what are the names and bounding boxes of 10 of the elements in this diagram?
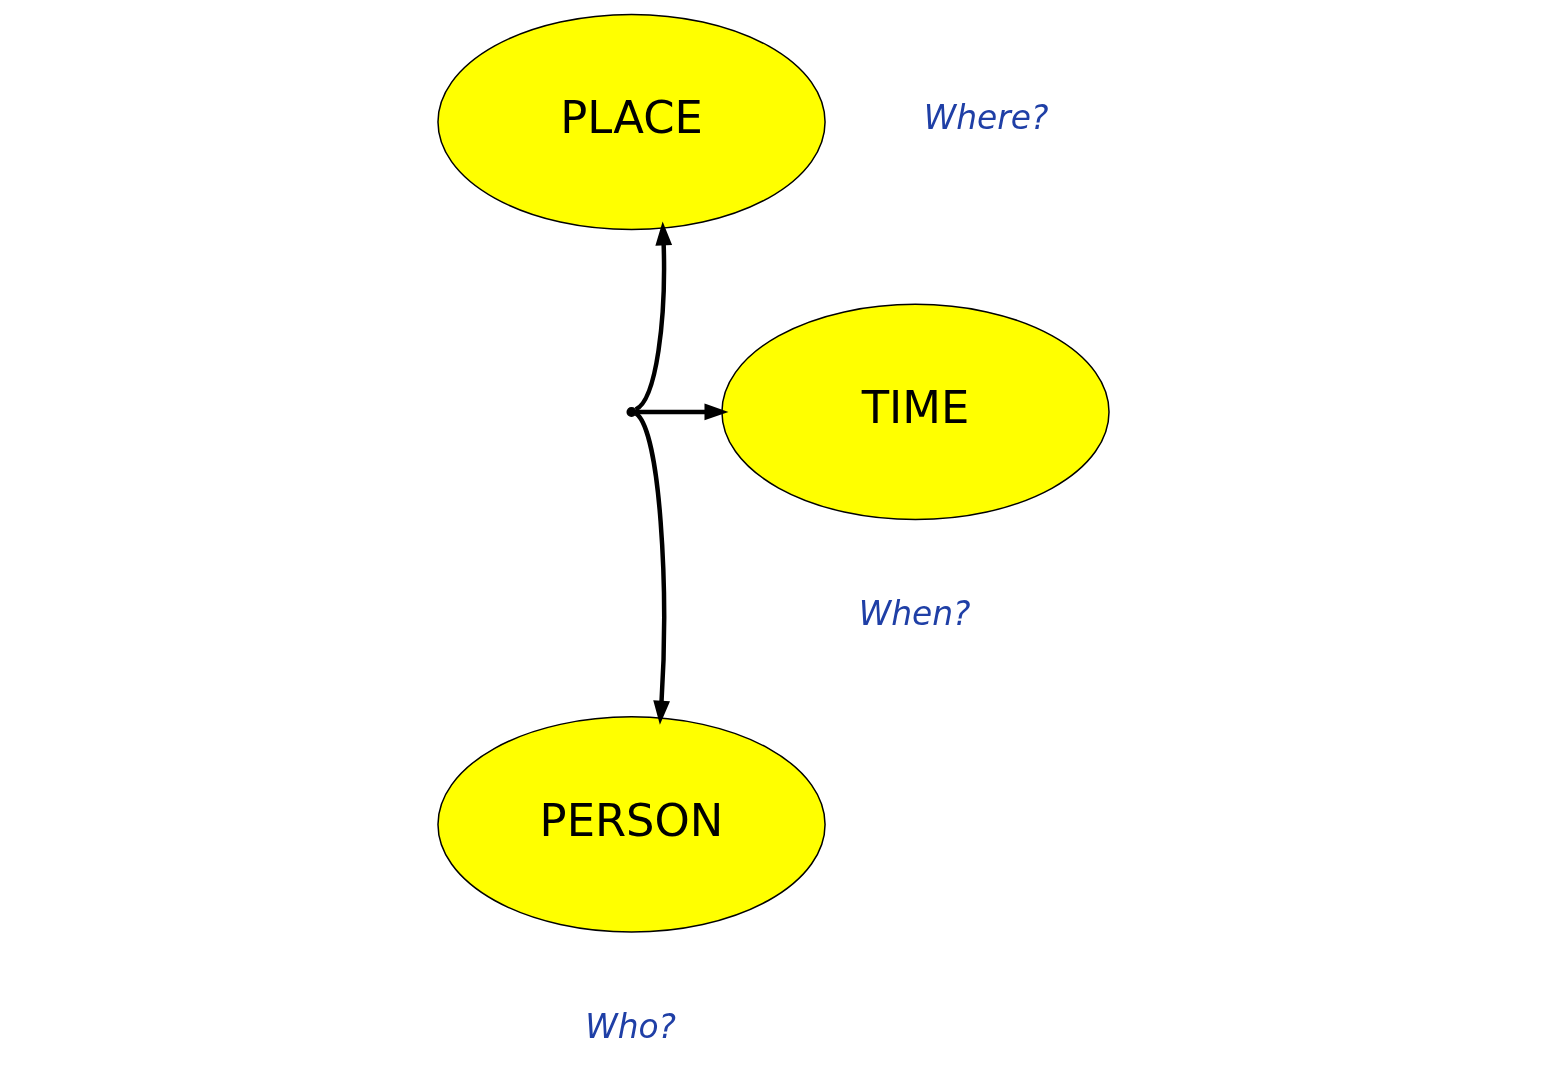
- node-label: Where?: [923, 97, 1049, 137]
- node-point: [626, 406, 637, 417]
- node-ellipse: PLACE: [437, 13, 826, 231]
- node-ellipse: PERSON: [437, 716, 826, 933]
- node-label: Who?: [585, 1006, 677, 1046]
- node-ellipse: TIME: [721, 303, 1110, 521]
- node-label: When?: [858, 594, 971, 634]
- arrow: [634, 412, 670, 725]
- arrow: [635, 403, 729, 421]
- arrow: [634, 221, 673, 412]
